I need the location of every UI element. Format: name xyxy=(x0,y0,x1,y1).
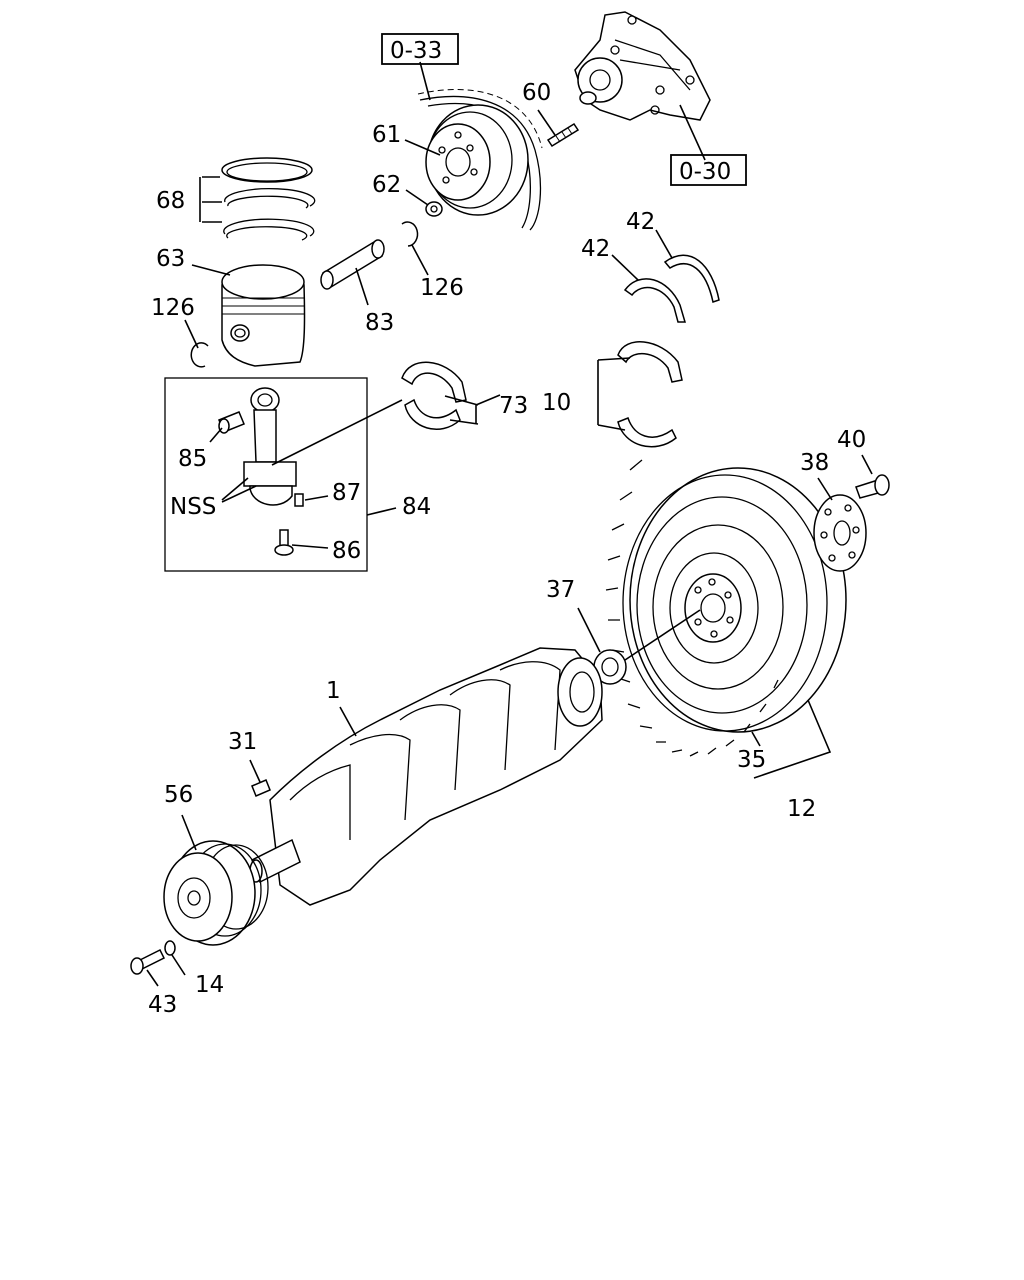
thrust-washer-part-42-left xyxy=(623,278,687,323)
callout-37: 37 xyxy=(546,577,575,603)
crankshaft-part-1 xyxy=(249,647,603,906)
callout-10: 10 xyxy=(542,390,571,416)
callout-85: 85 xyxy=(178,446,207,472)
callout-35: 35 xyxy=(737,747,766,773)
callout-0-33: 0-33 xyxy=(390,38,442,64)
callout-1: 1 xyxy=(326,678,341,704)
connecting-rod xyxy=(243,387,297,506)
callout-31: 31 xyxy=(228,729,257,755)
flywheel-part-12 xyxy=(605,459,847,757)
callout-0-30: 0-30 xyxy=(679,159,731,185)
nut-part-62 xyxy=(425,201,443,217)
callout-73: 73 xyxy=(499,393,528,419)
callout-42-bottom: 42 xyxy=(581,236,610,262)
callout-43: 43 xyxy=(148,992,177,1018)
callout-56: 56 xyxy=(164,782,193,808)
callout-nss: NSS xyxy=(170,494,216,520)
main-bearing-part-10 xyxy=(617,341,683,448)
thrust-washer-part-42-right xyxy=(663,254,720,303)
callout-42-top: 42 xyxy=(626,209,655,235)
callout-61: 61 xyxy=(372,122,401,148)
ref-box-0-33 xyxy=(381,33,459,65)
callout-labels: 0-33 0-30 60 61 62 68 63 126 126 83 42 4… xyxy=(148,38,866,1018)
bolt-part-40 xyxy=(855,474,890,499)
fan-pulley-part-61 xyxy=(425,104,529,216)
piston-pin-part-83 xyxy=(320,239,385,290)
plate-part-38 xyxy=(813,494,867,572)
crank-pulley-part-56 xyxy=(163,840,269,946)
callout-126-left: 126 xyxy=(151,295,195,321)
stud-part-60 xyxy=(546,122,580,148)
callout-126-right: 126 xyxy=(420,275,464,301)
piston-rings-part-68 xyxy=(221,157,316,241)
washer-part-14 xyxy=(164,940,176,956)
callout-62: 62 xyxy=(372,172,401,198)
conrod-bearing-part-73 xyxy=(401,361,467,430)
callout-12: 12 xyxy=(787,796,816,822)
callout-84: 84 xyxy=(402,494,431,520)
dowel-part-87 xyxy=(294,493,304,507)
conrod-kit-box xyxy=(164,377,368,572)
callout-83: 83 xyxy=(365,310,394,336)
circlip-part-126-left xyxy=(190,342,209,368)
callout-87: 87 xyxy=(332,480,361,506)
circlip-part-126-right xyxy=(401,221,419,247)
callout-68: 68 xyxy=(156,188,185,214)
leader-lines xyxy=(146,61,873,987)
callout-14: 14 xyxy=(195,972,224,998)
bolt-part-86 xyxy=(274,529,294,556)
ref-box-0-30 xyxy=(670,154,747,186)
piston-part-63 xyxy=(221,264,306,367)
water-pump-housing xyxy=(574,11,711,121)
bolt-part-43 xyxy=(130,948,166,975)
callout-60: 60 xyxy=(522,80,551,106)
small-end-bushing-part-85 xyxy=(218,411,245,434)
callout-40: 40 xyxy=(837,427,866,453)
callout-38: 38 xyxy=(800,450,829,476)
callout-86: 86 xyxy=(332,538,361,564)
key-part-31 xyxy=(251,779,271,797)
callout-63: 63 xyxy=(156,246,185,272)
